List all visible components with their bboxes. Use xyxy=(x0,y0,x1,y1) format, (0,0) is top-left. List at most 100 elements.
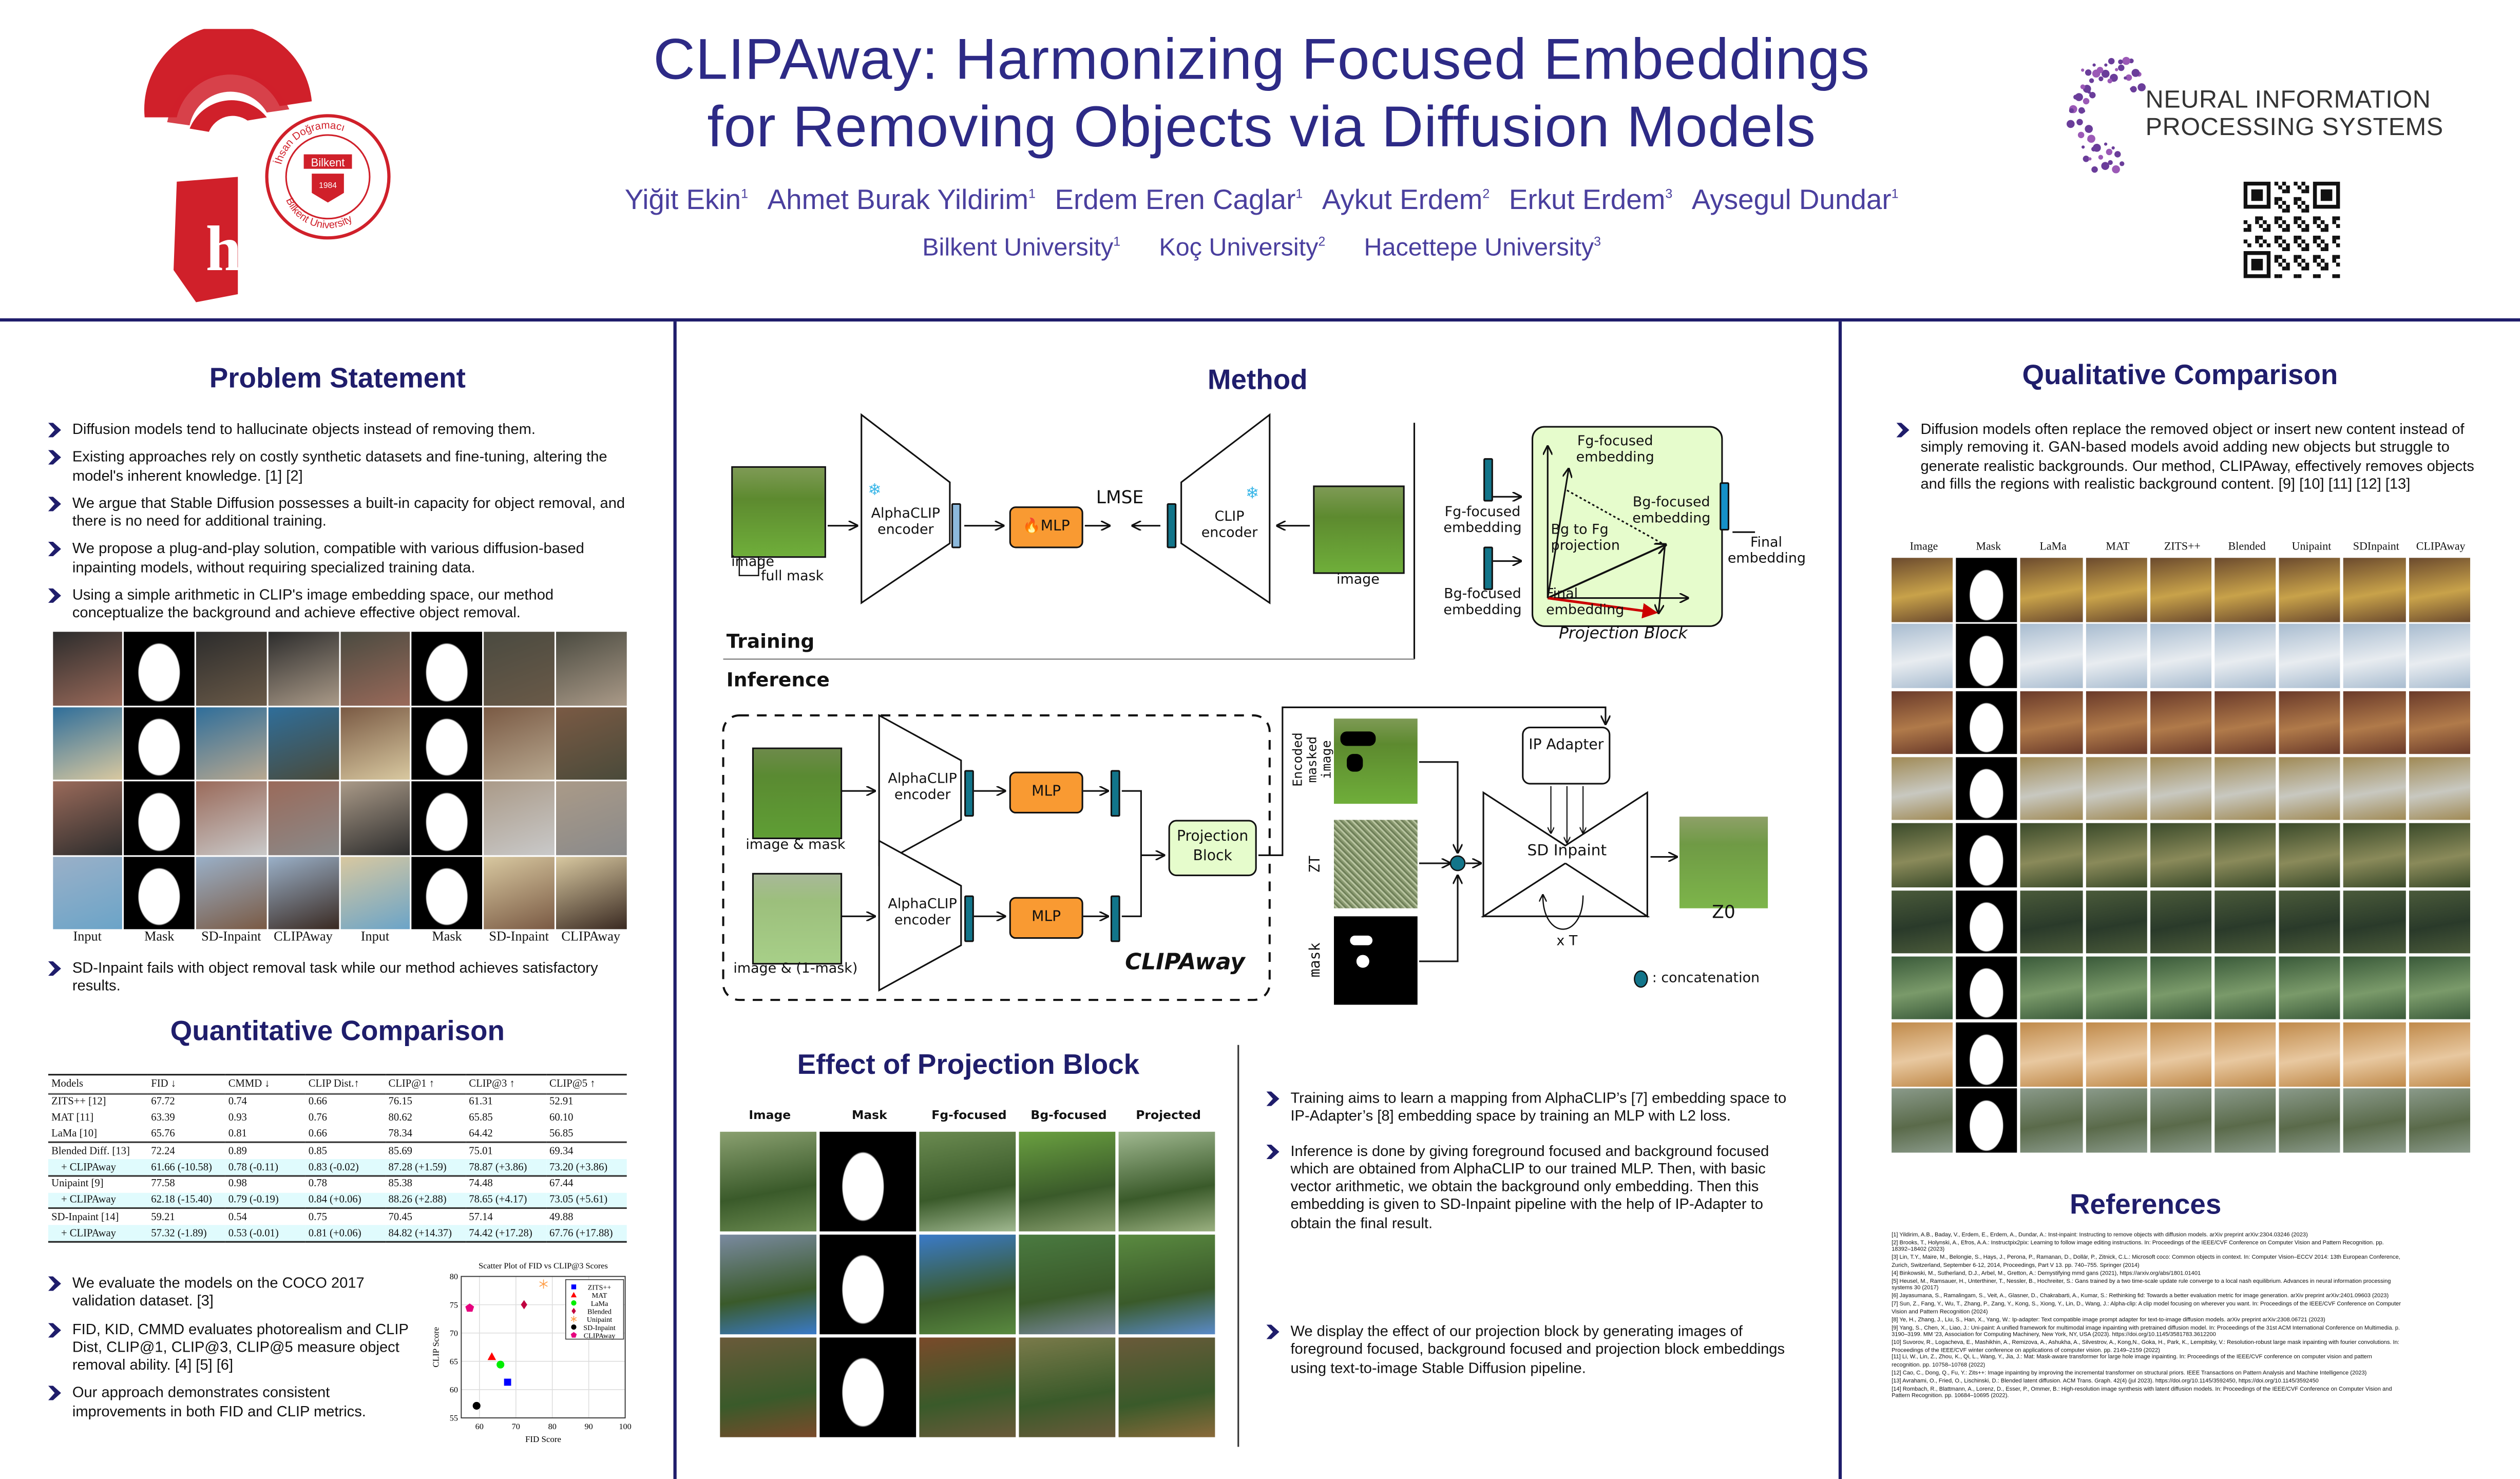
mse-loss-label: LMSE xyxy=(1096,489,1144,506)
qualitative-image xyxy=(2408,757,2470,821)
x-tick-label: 90 xyxy=(585,1422,593,1431)
y-tick-label: 60 xyxy=(450,1386,458,1395)
qualitative-image xyxy=(1892,1089,1953,1153)
bullet-text: We display the effect of our projection … xyxy=(1290,1323,1785,1376)
qualitative-column-header: Unipaint xyxy=(2292,540,2332,553)
author-name: Yiğit Ekin xyxy=(624,183,741,216)
reference-item: [10] Suvorov, R., Logacheva, E., Mashikh… xyxy=(1892,1339,2399,1353)
qualitative-image xyxy=(1892,1022,1953,1086)
mask-image xyxy=(1956,624,2018,688)
effect-image xyxy=(720,1235,817,1335)
neurips-logo: NEURAL INFORMATION PROCESSING SYSTEMS xyxy=(2065,29,2451,189)
references-heading: References xyxy=(2069,1188,2222,1220)
bullet-text: Diffusion models often replace the remov… xyxy=(1920,421,2474,492)
chevron-bullet-icon xyxy=(48,496,61,511)
affiliation-number: 1 xyxy=(1113,235,1121,250)
model-name: MAT [11] xyxy=(51,1112,94,1124)
qualitative-image xyxy=(2085,624,2147,688)
column-header: CLIP@5 ↑ xyxy=(546,1074,627,1095)
bullet-text: Training aims to learn a mapping from Al… xyxy=(1290,1090,1787,1125)
qr-code[interactable] xyxy=(2243,181,2340,278)
qualitative-column-header: LaMa xyxy=(2039,540,2067,553)
chevron-bullet-icon xyxy=(48,542,61,557)
alphaclip-encoder-fg: AlphaCLIP encoder xyxy=(888,771,957,804)
effect-column-header: Image xyxy=(749,1107,791,1123)
clipaway-label: CLIPAway xyxy=(1125,950,1245,976)
mask-image xyxy=(819,1131,917,1231)
legend-marker xyxy=(570,1292,577,1298)
metric-value: 49.88 xyxy=(546,1208,627,1226)
effect-image xyxy=(720,1337,817,1437)
qualitative-image xyxy=(2150,558,2211,621)
quantitative-heading: Quantitative Comparison xyxy=(170,1014,505,1047)
final-embedding-vector-label: Final embedding xyxy=(1546,586,1625,619)
metric-value: 52.91 xyxy=(549,1097,574,1109)
qualitative-image xyxy=(2279,1089,2341,1153)
chevron-bullet-icon xyxy=(48,450,61,465)
concatenation-legend-label: : concatenation xyxy=(1652,971,1760,988)
qualitative-image xyxy=(1892,889,1953,954)
data-point-clipaway xyxy=(465,1303,474,1312)
method-bullets: Training aims to learn a mapping from Al… xyxy=(1266,1090,1805,1387)
qualitative-image xyxy=(2085,690,2147,754)
data-point-mat xyxy=(487,1352,497,1360)
author: Yiğit Ekin1 xyxy=(625,183,748,216)
mask-image xyxy=(1956,1089,2018,1153)
effect-image xyxy=(919,1235,1016,1335)
final-embedding-bar xyxy=(1720,482,1729,531)
bullet-item: We evaluate the models on the COCO 2017 … xyxy=(48,1275,426,1311)
reference-item: [13] Avrahami, O., Fried, O., Lischinski… xyxy=(1892,1377,2319,1384)
bullet-item: We argue that Stable Diffusion possesses… xyxy=(48,495,627,532)
times-t-label: x T xyxy=(1556,934,1578,951)
qualitative-image xyxy=(2279,757,2341,821)
chevron-bullet-icon xyxy=(1266,1324,1280,1339)
reference-item: [7] Sun, Z., Fang, Y., Wu, T., Zhang, P.… xyxy=(1892,1300,2401,1315)
author-affiliation-number: 3 xyxy=(1665,186,1673,201)
bullet-item: SD-Inpaint fails with object removal tas… xyxy=(48,960,627,996)
qualitative-image xyxy=(2408,823,2470,887)
qualitative-image xyxy=(2085,956,2147,1020)
reference-item: [9] Yang, S., Chen, X., Liao, J.: Uni-pa… xyxy=(1892,1323,2400,1338)
method-heading: Method xyxy=(1207,363,1308,396)
legend-label: Unipaint xyxy=(587,1316,612,1324)
qualitative-image xyxy=(2279,823,2341,887)
metric-value: 0.85 xyxy=(305,1142,386,1160)
qualitative-image xyxy=(2150,690,2211,754)
metric-value: 63.39 xyxy=(151,1112,175,1124)
example-image xyxy=(556,706,626,780)
inference-mlp-bg: MLP xyxy=(1009,897,1083,939)
qualitative-image xyxy=(2085,558,2147,621)
bullet-item: Inference is done by giving foreground f… xyxy=(1266,1142,1805,1233)
metric-value: 0.74 xyxy=(228,1097,247,1109)
figure-caption: SD-Inpaint xyxy=(201,929,261,944)
bullet-item: Diffusion models tend to hallucinate obj… xyxy=(48,421,627,439)
bg-to-fg-projection-label: Bg to Fg projection xyxy=(1551,522,1620,555)
embedding-bar xyxy=(1110,770,1120,817)
effect-column-header: Fg-focused xyxy=(931,1107,1007,1123)
output-image xyxy=(1679,817,1768,908)
metric-value: 72.24 xyxy=(148,1142,225,1160)
bullet-item: Existing approaches rely on costly synth… xyxy=(48,449,627,485)
x-tick-label: 70 xyxy=(512,1422,520,1431)
qualitative-image xyxy=(2408,558,2470,621)
mask-image xyxy=(1956,757,2018,821)
problem-figure-bullet: SD-Inpaint fails with object removal tas… xyxy=(48,960,627,1006)
example-image xyxy=(556,781,626,855)
figure-caption: Mask xyxy=(432,929,462,944)
author-affiliation-number: 1 xyxy=(1891,186,1899,201)
effect-column-header: Mask xyxy=(851,1107,887,1123)
author-name: Ahmet Burak Yildirim xyxy=(767,183,1028,216)
author: Aykut Erdem2 xyxy=(1322,183,1490,216)
metric-value: 0.81 xyxy=(228,1128,247,1140)
column-divider-right xyxy=(1838,321,1841,1479)
figure-caption: SD-Inpaint xyxy=(489,929,549,944)
metric-value: 85.38 xyxy=(385,1174,466,1192)
qualitative-column-header: CLIPAway xyxy=(2416,540,2466,553)
example-image xyxy=(52,706,123,780)
fg-focused-vector-label: Fg-focused embedding xyxy=(1576,434,1654,466)
metric-value: 0.78 (-0.11) xyxy=(225,1159,306,1176)
